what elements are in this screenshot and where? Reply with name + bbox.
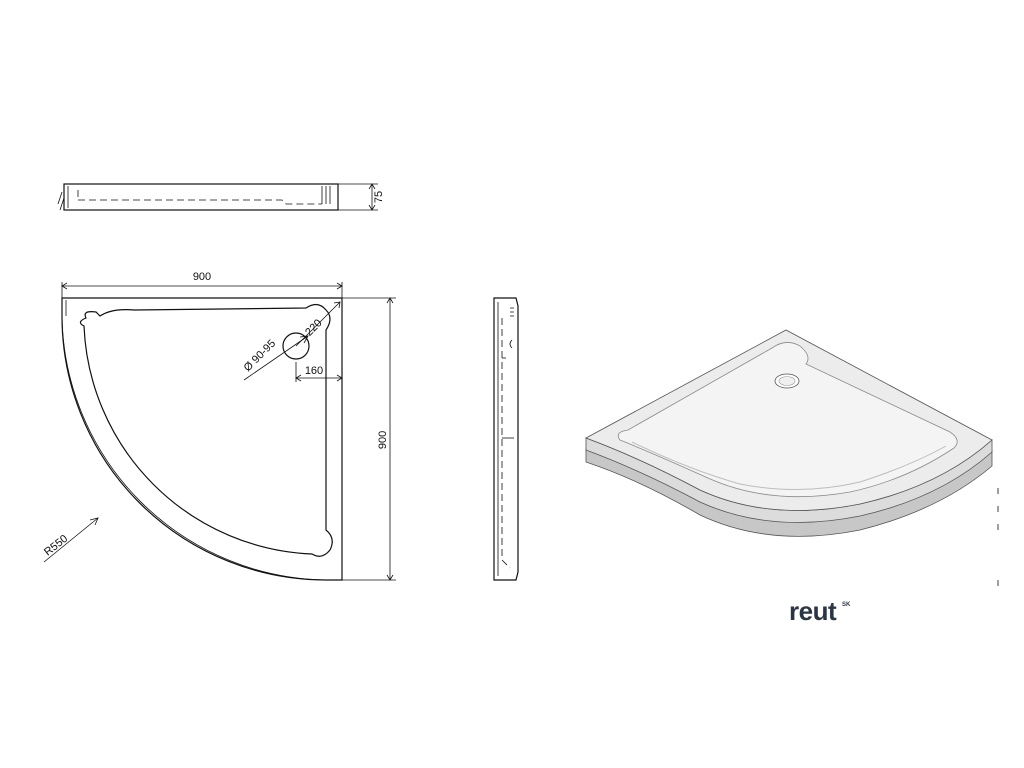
dim-depth: 900 xyxy=(377,431,389,449)
right-elevation-view xyxy=(493,297,519,581)
tray-3d-render xyxy=(585,329,999,586)
plan-view: 900 900 220 Ø 90-95 160 R550 xyxy=(42,271,396,581)
side-elevation-view: 75 xyxy=(57,183,385,211)
side-outline xyxy=(63,183,339,211)
dim-drain-spacing: 160 xyxy=(305,365,323,377)
drain-hole xyxy=(282,332,310,360)
basin-outline xyxy=(79,303,333,557)
brand-logo: reut xyxy=(789,596,837,626)
right-side-outline xyxy=(493,297,519,581)
dim-side-height: 75 xyxy=(373,191,385,203)
plan-outline xyxy=(61,297,343,581)
dim-radius: R550 xyxy=(42,533,70,559)
dim-width: 900 xyxy=(193,271,211,283)
brand-logo-suffix: SK xyxy=(842,602,851,608)
